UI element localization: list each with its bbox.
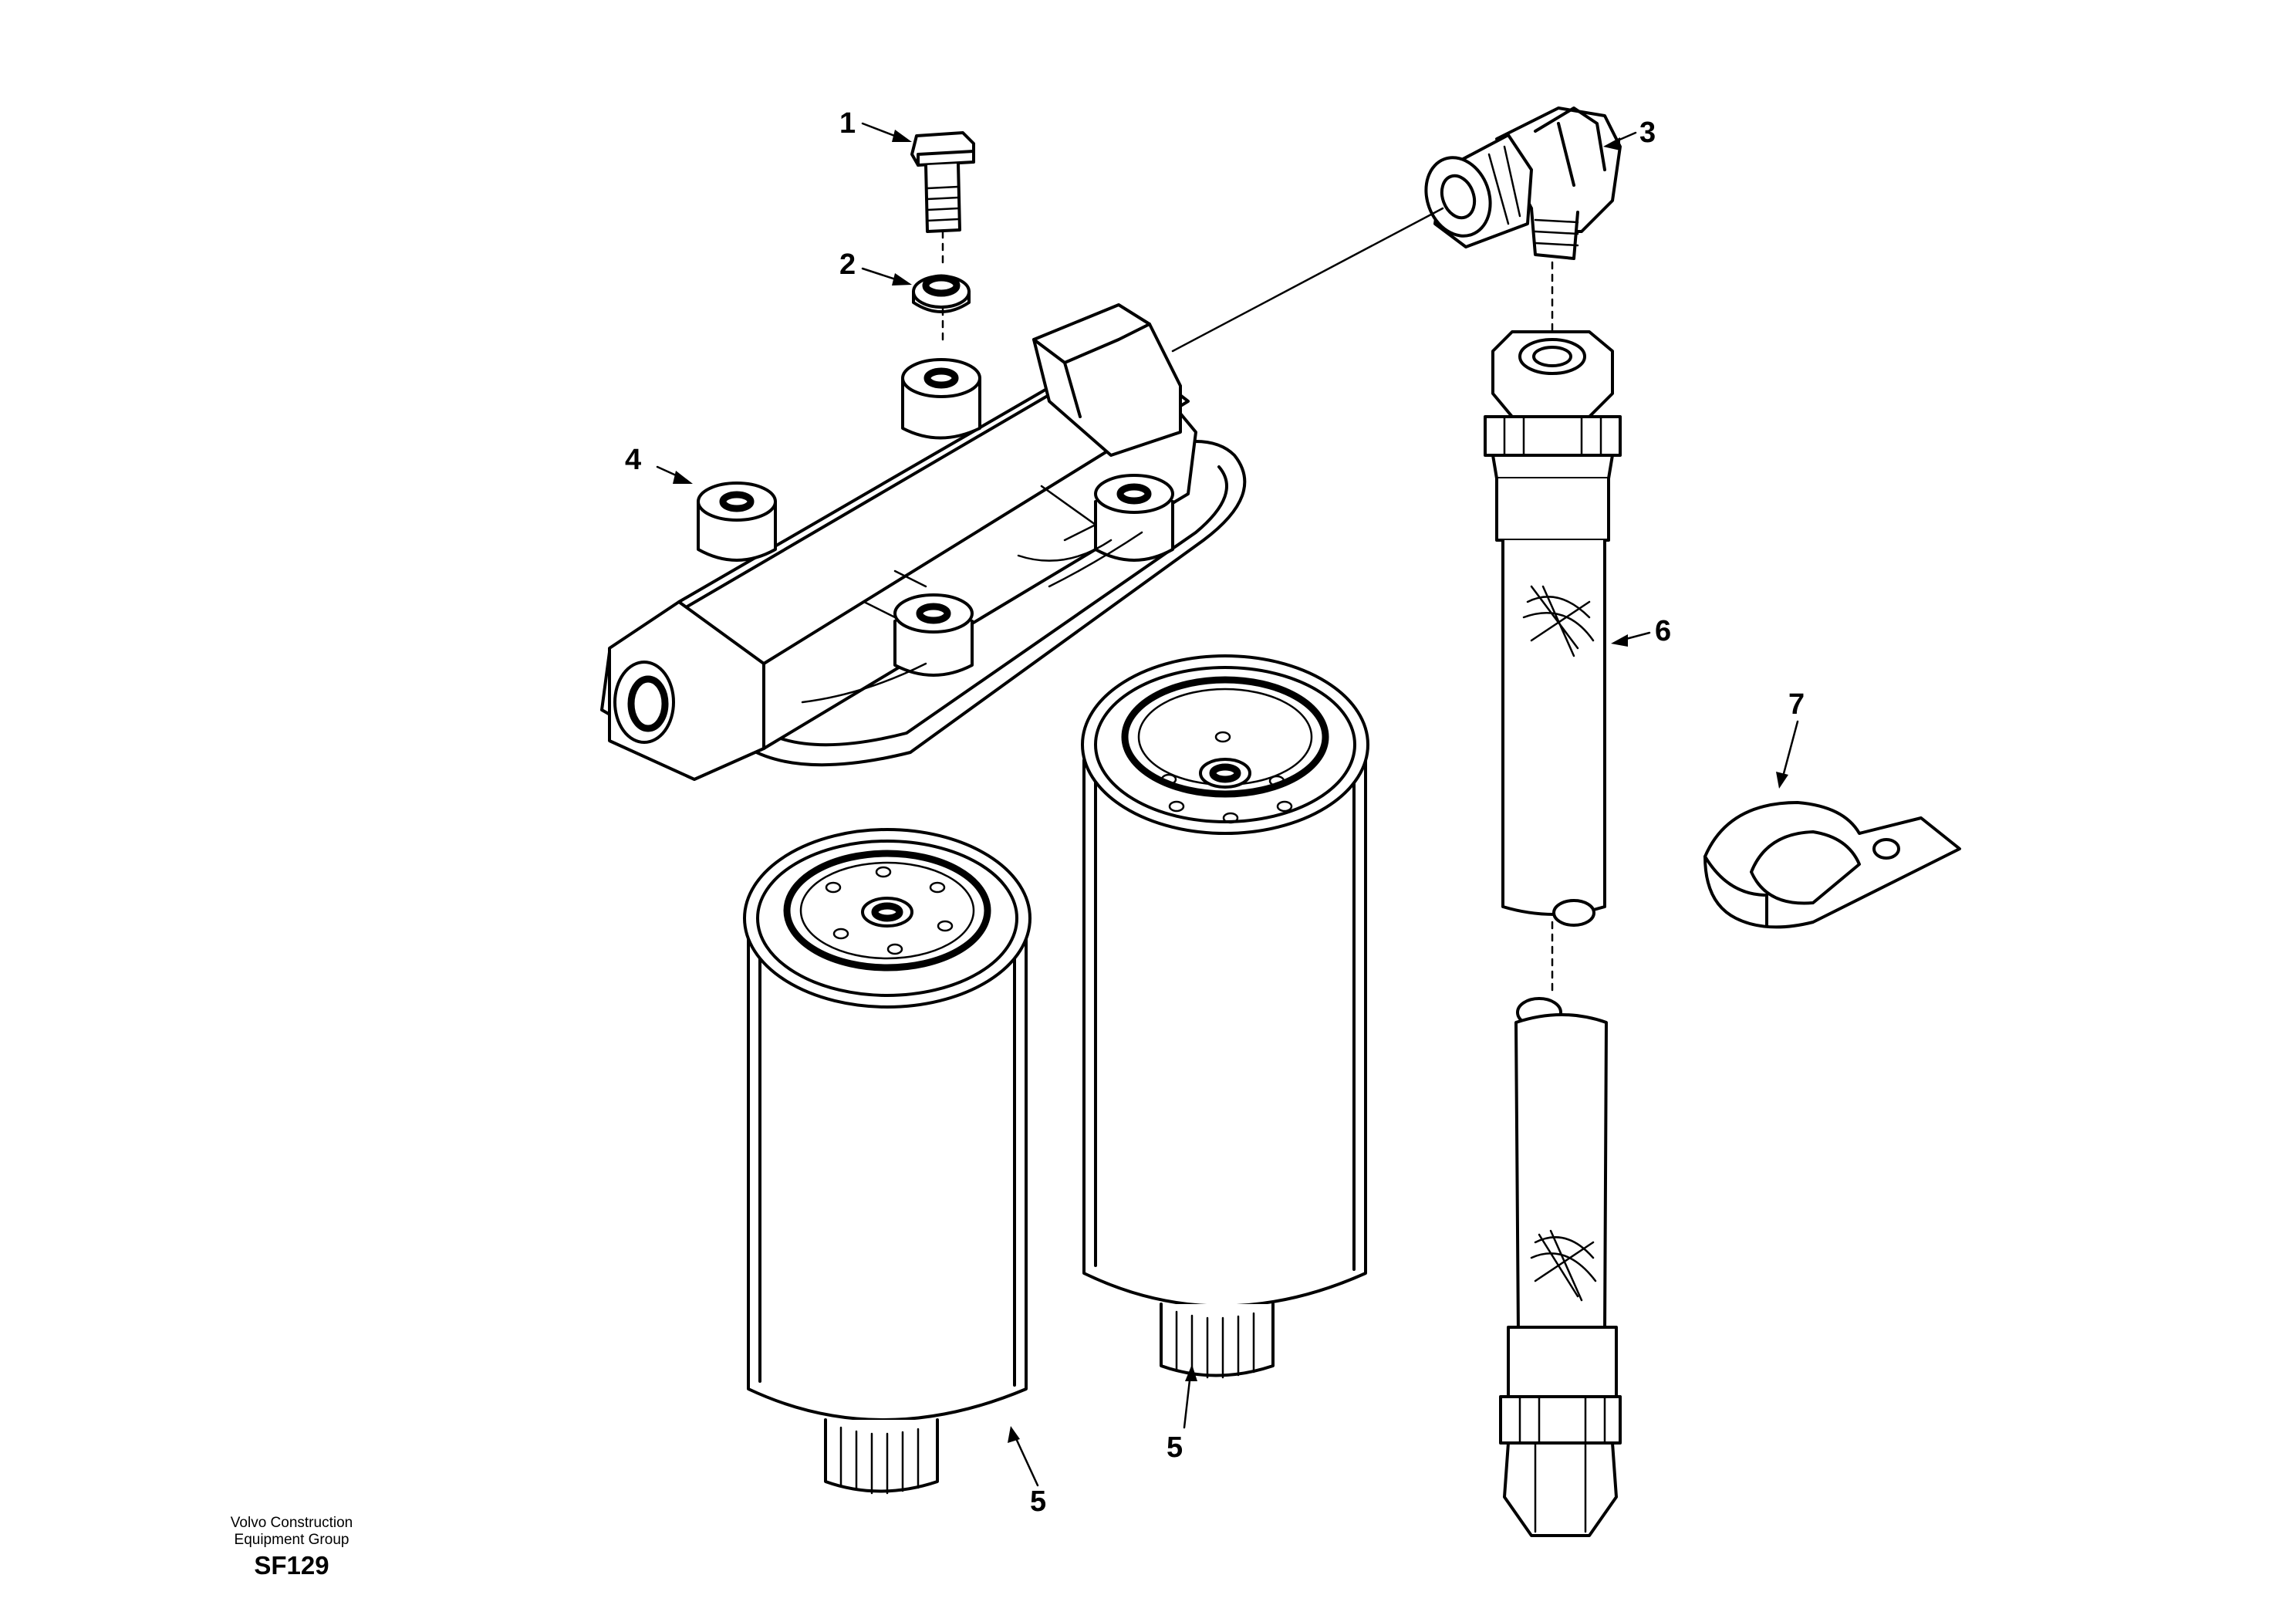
footer-company-line1: Volvo Construction [231,1515,353,1531]
elbow-fitting-part [1171,106,1622,353]
bolt-part [910,131,975,268]
callout-5-right: 5 [1167,1431,1183,1464]
callout-5-left: 5 [1030,1485,1046,1518]
filter-left-part [743,828,1032,1495]
footer-drawing-code: SF129 [254,1551,329,1580]
callout-7: 7 [1788,688,1805,721]
hose-part [1484,330,1622,1537]
clamp-part [1703,801,1961,929]
callout-1: 1 [839,107,856,140]
callout-2: 2 [839,248,856,281]
filter-head-part [600,303,1247,781]
callout-3: 3 [1639,117,1656,149]
callout-4: 4 [625,444,641,476]
callout-leaders [656,122,1799,1487]
filter-right-part [1081,654,1369,1379]
washer-part [912,274,971,341]
callout-6: 6 [1655,615,1671,647]
footer-company-line2: Equipment Group [235,1532,349,1548]
